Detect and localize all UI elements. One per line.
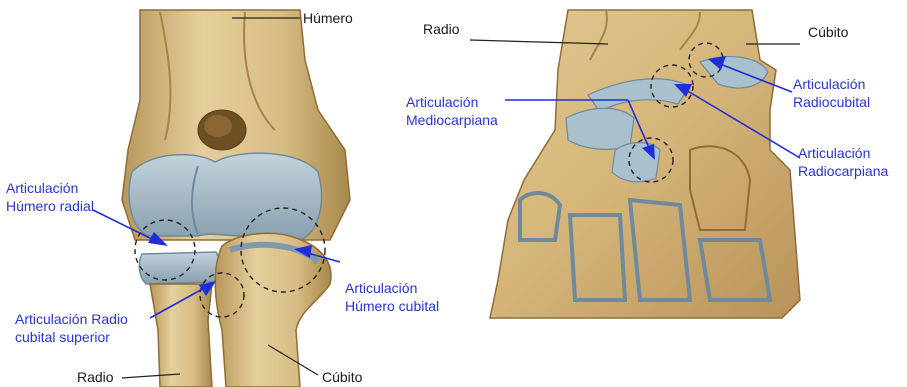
cubito-wrist-label: Cúbito — [808, 24, 848, 42]
mediocarpiana-label: Articulación Mediocarpiana — [406, 94, 498, 129]
radio-label: Radio — [77, 369, 114, 387]
humero-label: Húmero — [303, 10, 353, 28]
radiocarpiana-label: Articulación Radiocarpiana — [798, 145, 888, 180]
humero-cubital-label: Articulación Húmero cubital — [345, 280, 439, 315]
radio-cubital-superior-label: Articulación Radio cubital superior — [15, 311, 128, 346]
cubito-label: Cúbito — [322, 369, 362, 387]
radio-wrist-label: Radio — [423, 21, 460, 39]
humero-radial-label: Articulación Húmero radial — [6, 180, 94, 215]
radiocubital-label: Articulación Radiocubital — [793, 76, 870, 111]
